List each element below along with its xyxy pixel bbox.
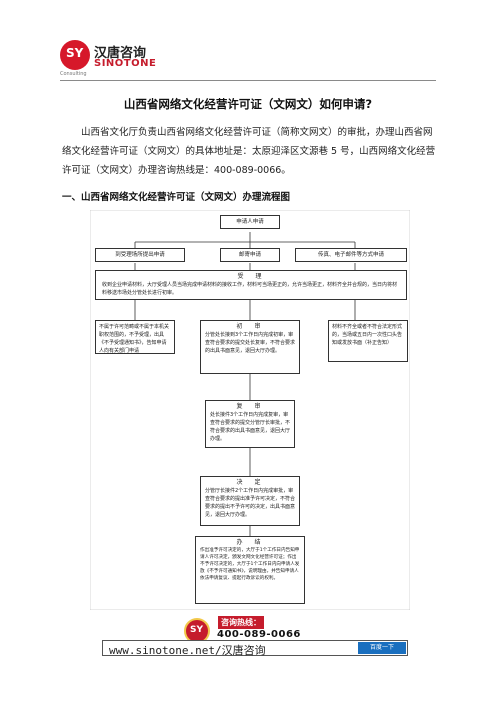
flow-start-box: 申请人申请 [220, 215, 280, 229]
hotline-number: 400-089-0066 [217, 629, 301, 640]
brand-logo: SY 汉唐咨询 SINOTONE Consulting [60, 40, 200, 77]
article-paragraph: 山西省文化厅负责山西省网络文化经营许可证（简称文网文）的审批，办理山西省网络文化… [62, 127, 436, 176]
section-heading: 一、山西省网络文化经营许可证（文网文）办理流程图 [62, 192, 291, 203]
hotline-label: 咨询热线： [218, 616, 264, 629]
article-title: 山西省网络文化经营许可证（文网文）如何申请? [123, 97, 373, 111]
brand-name-en: SINOTONE [94, 58, 157, 69]
search-bar[interactable]: www.sinotone.net/汉唐咨询 百度一下 [102, 640, 408, 657]
flow-second-review-box: 复 审 处长接件3个工作日内完成复审，审查符合要求的提交分管厅长审批，不符合要求… [205, 400, 295, 448]
flow-first-review-box: 初 审 分管处长接到3个工作日内完成初审，审查符合要求的提交处长复审，不符合要求… [200, 320, 300, 374]
header-divider [60, 80, 436, 81]
hotline-logo-icon: SY [184, 618, 210, 644]
flow-channel-fax: 传真、电子邮件等方式申请 [295, 248, 407, 262]
flow-channel-mail: 邮寄申请 [220, 248, 280, 262]
flow-handle-box: 办 结 作出准予许可决定的，大厅于1个工作日内告知申请人许可决定，颁发文网文化经… [195, 536, 305, 604]
flow-channel-visit: 到受理场所提出申请 [95, 248, 185, 262]
search-url-text: www.sinotone.net/汉唐咨询 [109, 644, 266, 657]
flow-decision-box: 决 定 分管厅长接件2个工作日内完成审批，审查符合要求的提出准予许可决定，不符合… [200, 476, 300, 526]
brand-tagline: Consulting [60, 71, 87, 77]
search-button[interactable]: 百度一下 [358, 642, 406, 654]
flow-accept-box: 受 理 收到企业申请材料，大厅受理人员当场完成申请材料的接收工作，材料可当场更正… [95, 270, 407, 300]
flow-reject-right-box: 材料不齐全或者不符合法定形式的，当场或五日内一次性口头告知或发放书面（补正告知） [328, 320, 408, 362]
brand-name-cn: 汉唐咨询 [94, 46, 147, 61]
flow-reject-left-box: 不属于许可范畴或不属于本机关职权范围的，不予受理，出具《不予受理通知书》，告知申… [95, 320, 175, 354]
logo-mark-icon: SY [60, 40, 90, 70]
